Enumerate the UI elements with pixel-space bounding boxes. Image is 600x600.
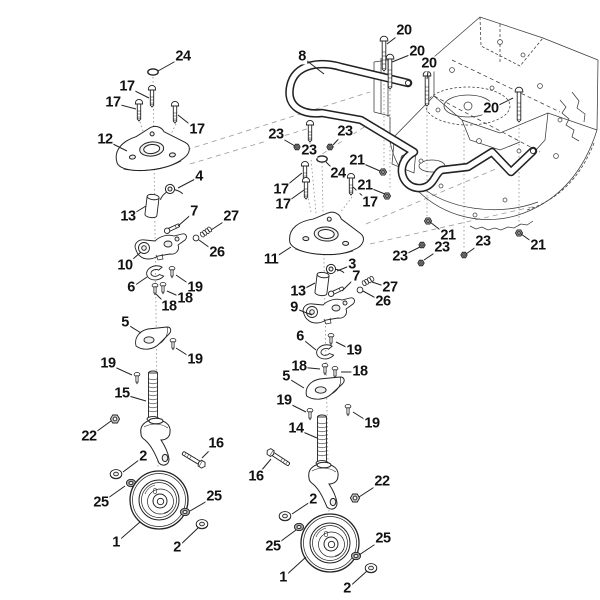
leader-line-3 bbox=[336, 264, 353, 272]
leader-line-17 bbox=[280, 172, 303, 191]
leader-line-7 bbox=[341, 276, 357, 292]
leader-line-25 bbox=[100, 485, 126, 504]
leader-line-2 bbox=[346, 570, 368, 590]
leader-line-23 bbox=[423, 247, 443, 261]
leader-line-26 bbox=[362, 290, 384, 303]
leader-line-6 bbox=[299, 336, 317, 351]
leader-line-14 bbox=[295, 428, 318, 439]
leader-line-19 bbox=[283, 400, 307, 413]
leader-line-26 bbox=[198, 239, 218, 254]
leader-line-27 bbox=[210, 216, 232, 231]
handle-end-cap bbox=[404, 79, 412, 87]
leader-line-23 bbox=[465, 241, 484, 255]
leader-line-19 bbox=[175, 274, 196, 289]
leader-line-17 bbox=[282, 189, 305, 206]
leader-line-20 bbox=[386, 30, 405, 45]
leader-line-20 bbox=[391, 51, 418, 63]
leader-line-7 bbox=[177, 211, 195, 227]
leader-line-17 bbox=[126, 86, 150, 99]
leader-line-21 bbox=[429, 221, 449, 237]
leader-line-10 bbox=[124, 251, 142, 267]
leader-line-17 bbox=[352, 186, 371, 204]
leader-line-23 bbox=[399, 246, 421, 258]
leader-line-21 bbox=[356, 160, 381, 172]
leader-line-25 bbox=[272, 529, 297, 548]
leader-line-22 bbox=[88, 420, 112, 438]
leader-line-11 bbox=[270, 246, 292, 261]
leader-line-13 bbox=[297, 282, 316, 293]
leader-line-27 bbox=[371, 281, 391, 289]
leader-line-4 bbox=[177, 176, 200, 189]
leader-line-17 bbox=[112, 102, 137, 110]
leader-line-13 bbox=[127, 205, 147, 218]
leader-line-24 bbox=[325, 161, 339, 175]
handle-end-cap bbox=[529, 147, 537, 155]
leader-line-23 bbox=[308, 142, 311, 152]
leader-line-2 bbox=[176, 527, 199, 549]
leader-line-1 bbox=[115, 521, 141, 544]
leader-line-19 bbox=[175, 347, 196, 361]
leader-line-21 bbox=[364, 185, 386, 195]
leader-line-16 bbox=[201, 443, 217, 459]
mower-deck bbox=[373, 16, 599, 231]
leader-line-17 bbox=[177, 114, 198, 131]
projection-lines bbox=[185, 91, 537, 245]
leader-line-5 bbox=[124, 322, 142, 334]
leader-line-6 bbox=[130, 276, 148, 289]
leader-line-24 bbox=[157, 56, 184, 72]
leader-line-15 bbox=[121, 393, 147, 402]
leader-line-19 bbox=[335, 341, 355, 352]
handle-bar bbox=[285, 59, 538, 193]
leader-line-19 bbox=[107, 363, 133, 376]
leader-line-2 bbox=[122, 456, 144, 473]
leader-line-2 bbox=[291, 499, 314, 515]
leader-line-18 bbox=[298, 366, 321, 370]
leader-line-23 bbox=[275, 134, 296, 147]
leader-line-16 bbox=[255, 458, 272, 478]
leader-line-18 bbox=[155, 293, 170, 308]
leader-line-5 bbox=[285, 376, 305, 389]
leader-line-18 bbox=[166, 290, 186, 300]
leader-line-25 bbox=[358, 538, 384, 556]
leader-line-22 bbox=[358, 481, 383, 498]
leader-line-21 bbox=[520, 233, 539, 247]
leader-line-1 bbox=[282, 556, 307, 579]
leader-line-19 bbox=[352, 411, 373, 425]
leader-line-25 bbox=[189, 496, 215, 512]
